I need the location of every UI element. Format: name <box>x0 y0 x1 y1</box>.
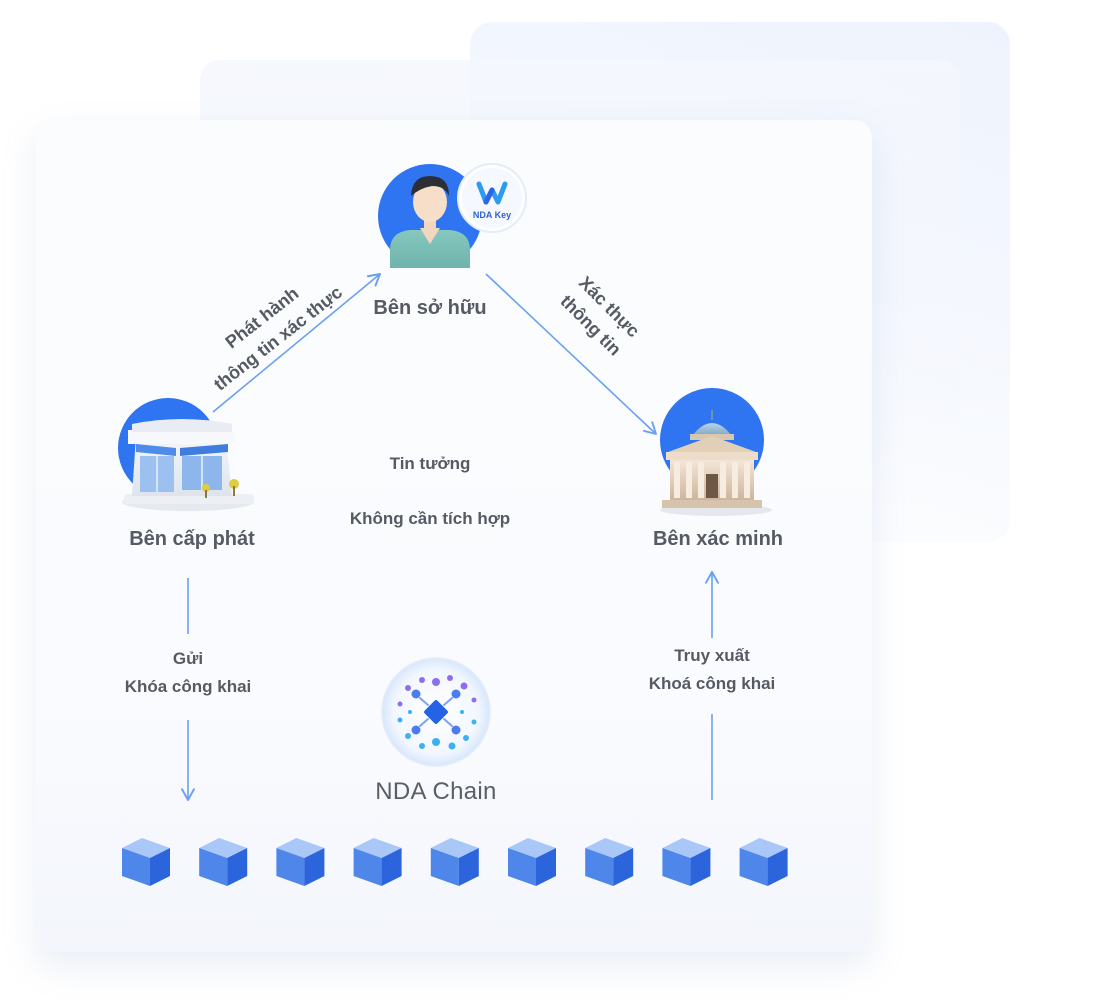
block-cube <box>662 838 711 886</box>
issuer-store-icon <box>118 398 254 511</box>
block-cube <box>122 838 170 886</box>
arrow-issue <box>212 273 381 413</box>
arrow-verify <box>485 273 657 435</box>
nda-key-badge: NDA Key <box>457 163 527 233</box>
nda-chain-logo <box>381 657 491 767</box>
block-cube <box>353 838 402 886</box>
owner-label: Bên sở hữu <box>373 297 487 319</box>
edge-label-retrieve-line1: Truy xuất <box>674 646 750 665</box>
block-cube <box>508 838 556 886</box>
block-cube <box>199 838 248 886</box>
edge-label-send-line1: Gửi <box>172 649 204 668</box>
center-no-integration-text: Không cần tích hợp <box>349 509 511 528</box>
edge-label-retrieve-line2: Khoá công khai <box>648 674 776 693</box>
block-cube <box>739 838 788 886</box>
blockchain-blocks <box>122 838 788 886</box>
edge-label-retrieve: Truy xuất Khoá công khai <box>612 642 812 698</box>
center-trust-text: Tin tưởng <box>389 454 471 473</box>
block-cube <box>276 838 325 886</box>
block-cube <box>430 838 479 886</box>
block-cube <box>585 838 634 886</box>
edge-label-send: Gửi Khóa công khai <box>88 645 288 701</box>
nda-key-text: NDA Key <box>473 210 511 220</box>
verifier-label: Bên xác minh <box>652 528 784 550</box>
nda-key-logo-icon <box>476 181 508 205</box>
edge-label-send-line2: Khóa công khai <box>124 677 252 696</box>
verifier-building-icon <box>660 388 772 516</box>
owner-avatar <box>378 164 482 268</box>
nda-chain-label: NDA Chain <box>375 778 497 805</box>
issuer-label: Bên cấp phát <box>129 528 255 550</box>
